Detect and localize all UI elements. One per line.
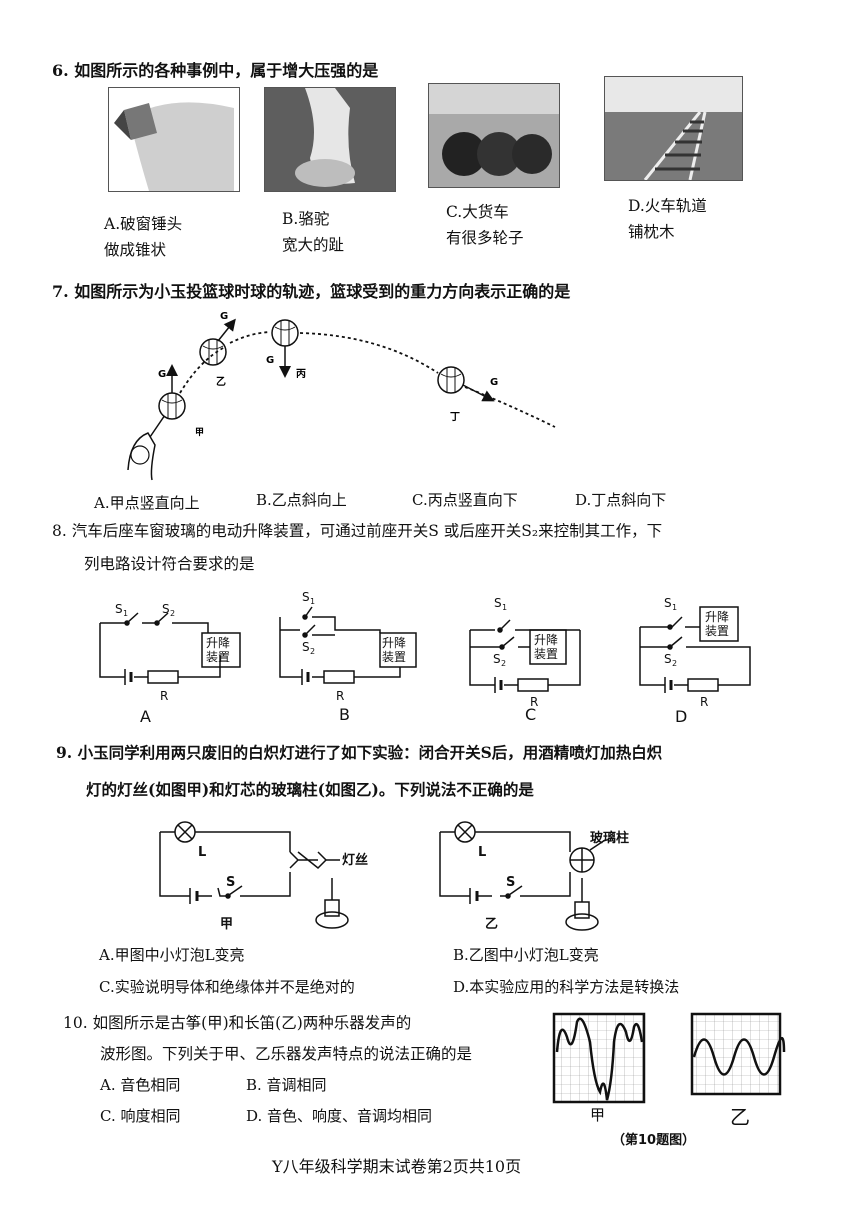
svg-text:灯丝: 灯丝: [342, 852, 368, 868]
svg-text:（第10题图）: （第10题图）: [612, 1132, 695, 1148]
q8-stem-line2: 列电路设计符合要求的是: [84, 555, 255, 573]
svg-text:升降: 升降: [206, 636, 230, 650]
svg-text:S: S: [664, 596, 672, 610]
svg-text:丙: 丙: [296, 368, 306, 380]
basketball-trajectory-figure: G 甲 G 乙 G 丙 G 丁: [127, 311, 556, 481]
svg-text:S: S: [493, 652, 501, 666]
q9-option-c[interactable]: C.实验说明导体和绝缘体并不是绝对的: [99, 978, 355, 996]
svg-text:2: 2: [170, 609, 175, 618]
ball-ding: [437, 366, 465, 394]
svg-text:G: G: [490, 377, 498, 388]
svg-text:甲: 甲: [590, 1106, 605, 1124]
svg-text:S: S: [302, 640, 310, 654]
circuit-d: [639, 606, 751, 693]
svg-text:G: G: [266, 355, 274, 366]
photo-camel: [264, 87, 396, 192]
q6-caption-c: C.大货车有很多轮子: [446, 203, 524, 247]
q8-stem-line1: 8. 汽车后座车窗玻璃的电动升降装置，可通过前座开关S 或后座开关S₂来控制其工…: [52, 522, 663, 540]
svg-text:B: B: [339, 705, 350, 724]
svg-text:S: S: [664, 652, 672, 666]
svg-text:1: 1: [672, 603, 677, 612]
svg-text:乙: 乙: [730, 1105, 750, 1129]
photo-railway: [604, 76, 743, 181]
svg-text:乙: 乙: [485, 917, 498, 932]
svg-text:玻璃柱: 玻璃柱: [590, 830, 629, 846]
ball-yi: [199, 338, 227, 366]
q10-option-d[interactable]: D. 音色、响度、音调均相同: [246, 1107, 433, 1125]
svg-text:R: R: [160, 689, 168, 703]
svg-text:升降: 升降: [705, 610, 729, 624]
q9-option-a[interactable]: A.甲图中小灯泡L变亮: [99, 946, 245, 964]
svg-text:R: R: [336, 689, 344, 703]
svg-text:R: R: [700, 695, 708, 709]
q7-option-a[interactable]: A.甲点竖直向上: [94, 494, 200, 512]
svg-text:1: 1: [123, 609, 128, 618]
svg-text:S: S: [226, 875, 235, 890]
svg-text:2: 2: [672, 659, 677, 668]
svg-text:S: S: [494, 596, 502, 610]
svg-text:装置: 装置: [206, 650, 230, 664]
svg-text:装置: 装置: [534, 647, 558, 661]
svg-text:甲: 甲: [195, 427, 204, 438]
q9-stem-line2: 灯的灯丝(如图甲)和灯芯的玻璃柱(如图乙)。下列说法不正确的是: [86, 780, 534, 799]
circuit-c: [469, 619, 581, 693]
svg-text:R: R: [530, 695, 538, 709]
q9-option-d[interactable]: D.本实验应用的科学方法是转换法: [453, 978, 680, 996]
q10-waveform-figure: 甲 乙 （第10题图）: [552, 1012, 786, 1148]
svg-text:装置: 装置: [705, 624, 729, 638]
photo-truck: [428, 83, 560, 188]
svg-text:1: 1: [502, 603, 507, 612]
svg-text:L: L: [478, 845, 486, 860]
svg-text:S: S: [302, 590, 310, 604]
svg-text:G: G: [220, 311, 228, 322]
svg-text:A: A: [140, 707, 151, 726]
svg-text:S: S: [506, 875, 515, 890]
q10-stem-line1: 10. 如图所示是古筝(甲)和长笛(乙)两种乐器发声的: [63, 1014, 412, 1032]
svg-text:装置: 装置: [382, 650, 406, 664]
ball-bing: [271, 319, 299, 347]
svg-text:C: C: [525, 705, 536, 724]
q6-caption-b: B.骆驼宽大的趾: [282, 210, 345, 254]
q6-caption-a: A.破窗锤头做成锥状: [104, 215, 183, 259]
q10-option-a[interactable]: A. 音色相同: [100, 1076, 181, 1094]
q6-caption-d: D.火车轨道铺枕木: [628, 197, 707, 241]
page-footer: Y八年级科学期末试卷第2页共10页: [272, 1157, 522, 1176]
q7-option-b[interactable]: B.乙点斜向上: [256, 491, 347, 509]
q10-option-c[interactable]: C. 响度相同: [100, 1107, 181, 1125]
svg-text:升降: 升降: [382, 636, 406, 650]
q10-option-b[interactable]: B. 音调相同: [246, 1076, 327, 1094]
q7-option-c[interactable]: C.丙点竖直向下: [412, 491, 518, 509]
photo-hammer: [108, 87, 240, 192]
svg-text:甲: 甲: [220, 917, 233, 932]
circuit-b: [279, 606, 417, 685]
q10-stem-line2: 波形图。下列关于甲、乙乐器发声特点的说法正确的是: [100, 1045, 473, 1063]
svg-text:D: D: [675, 707, 687, 726]
q9-option-b[interactable]: B.乙图中小灯泡L变亮: [453, 946, 599, 964]
svg-text:丁: 丁: [450, 411, 460, 423]
ball-jia: [158, 392, 186, 420]
svg-text:1: 1: [310, 597, 315, 606]
svg-text:升降: 升降: [534, 633, 558, 647]
svg-text:乙: 乙: [216, 376, 226, 388]
q6-stem: 6. 如图所示的各种事例中，属于增大压强的是: [52, 61, 379, 80]
svg-text:2: 2: [310, 647, 315, 656]
q9-stem-line1: 9. 小玉同学利用两只废旧的白炽灯进行了如下实验：闭合开关S后，用酒精喷灯加热白…: [56, 743, 663, 762]
circuit-a: [99, 612, 241, 685]
svg-text:S: S: [115, 602, 123, 616]
svg-text:L: L: [198, 845, 206, 860]
q7-option-d[interactable]: D.丁点斜向下: [575, 491, 667, 509]
svg-text:2: 2: [501, 659, 506, 668]
q7-stem: 7. 如图所示为小玉投篮球时球的轨迹，篮球受到的重力方向表示正确的是: [52, 282, 571, 301]
svg-text:G: G: [158, 369, 166, 380]
player-figure: [127, 414, 172, 481]
q9-circuit-figures: L S 灯丝 甲 L S 玻璃柱 乙: [159, 821, 629, 932]
svg-text:S: S: [162, 602, 170, 616]
